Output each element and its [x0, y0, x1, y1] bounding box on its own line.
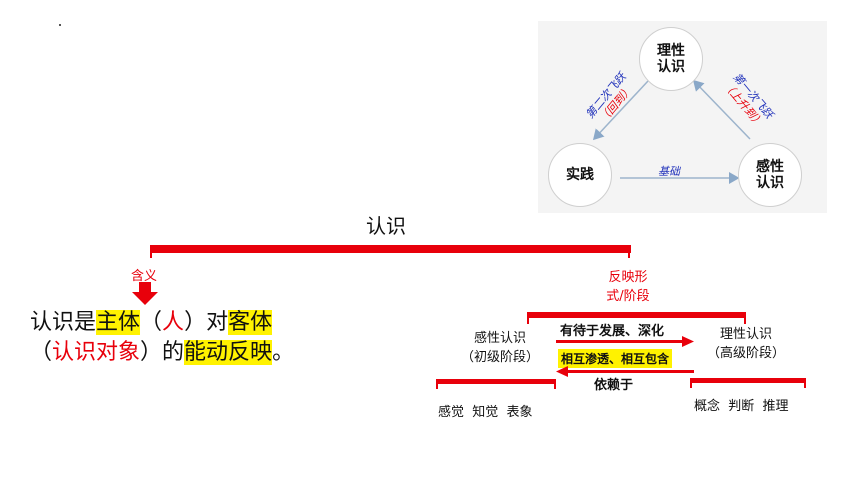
- top-bar-left-tick: [150, 245, 152, 258]
- node-rational-l1: 理性: [657, 43, 685, 59]
- node-practice-label: 实践: [566, 167, 594, 183]
- perceptual-forms-bar: [436, 379, 556, 384]
- node-perceptual-l1: 感性: [756, 159, 784, 175]
- relation-mid-label: 相互渗透、相互包含: [558, 349, 673, 368]
- def-person: 人: [162, 310, 185, 335]
- rational-node: 理性认识 （高级阶段）: [692, 325, 800, 363]
- relation-top-label: 有待于发展、深化: [560, 324, 665, 339]
- relation-bottom-label: 依赖于: [594, 378, 634, 393]
- node-perceptual-l2: 认识: [756, 175, 784, 191]
- rational-stage: （高级阶段）: [706, 346, 785, 361]
- form-stage-l2: 式/阶段: [606, 289, 650, 304]
- node-practice: 实践: [548, 143, 612, 207]
- definition-line1: 认识是主体（人）对客体: [30, 309, 273, 337]
- rational-forms-bar: [690, 378, 806, 383]
- top-label: 认识: [366, 214, 406, 238]
- cycle-diagram: 理性认识 实践 感性认识 第二次飞跃 （回到） 第一次飞跃 （上升到） 基础: [538, 21, 827, 213]
- perceptual-forms-right-tick: [554, 379, 556, 389]
- perceptual-forms-left-tick: [436, 379, 438, 389]
- corner-dot: [59, 24, 61, 26]
- node-rational: 理性认识: [639, 27, 703, 91]
- def-subject: 主体: [96, 310, 141, 335]
- def-paren-open-2: （: [30, 340, 53, 365]
- def-active-reflection: 能动反映: [184, 340, 273, 365]
- def-text-3: ）的: [140, 340, 185, 365]
- top-bar: [150, 245, 631, 253]
- arrow-left: [556, 366, 694, 377]
- stage-bar-right-tick: [744, 312, 746, 324]
- def-text-1: 认识是: [30, 310, 97, 335]
- node-rational-l2: 认识: [657, 59, 685, 75]
- meaning-label: 含义: [131, 269, 158, 284]
- definition-line2: （认识对象）的能动反映。: [30, 339, 294, 367]
- stage-bar: [527, 312, 746, 318]
- def-period: 。: [272, 340, 295, 365]
- def-cognitive-object: 认识对象: [52, 340, 141, 365]
- arrow-rational-to-practice: [592, 80, 649, 141]
- arrow-right: [556, 336, 694, 347]
- bottom-basis-label: 基础: [658, 165, 680, 178]
- rational-forms: 概念 判断 推理: [694, 399, 789, 414]
- rational-title: 理性认识: [719, 327, 772, 342]
- perceptual-forms: 感觉 知觉 表象: [438, 405, 533, 420]
- def-paren-open: （: [140, 310, 163, 335]
- form-stage-label: 反映形 式/阶段: [598, 268, 658, 306]
- rational-forms-left-tick: [690, 378, 692, 388]
- stage-bar-left-tick: [527, 312, 529, 324]
- perceptual-stage: （初级阶段）: [460, 350, 539, 365]
- def-text-2: ）对: [184, 310, 229, 335]
- perceptual-title: 感性认识: [473, 331, 526, 346]
- def-object: 客体: [228, 310, 273, 335]
- cycle-arrows: [592, 79, 751, 184]
- meaning-down-arrow: [132, 282, 158, 305]
- arrow-perceptual-to-rational: [692, 79, 751, 140]
- perceptual-node: 感性认识 （初级阶段）: [446, 329, 554, 367]
- top-bar-right-tick: [628, 245, 630, 258]
- node-perceptual: 感性认识: [738, 143, 802, 207]
- form-stage-l1: 反映形: [608, 270, 648, 285]
- rational-forms-right-tick: [804, 378, 806, 388]
